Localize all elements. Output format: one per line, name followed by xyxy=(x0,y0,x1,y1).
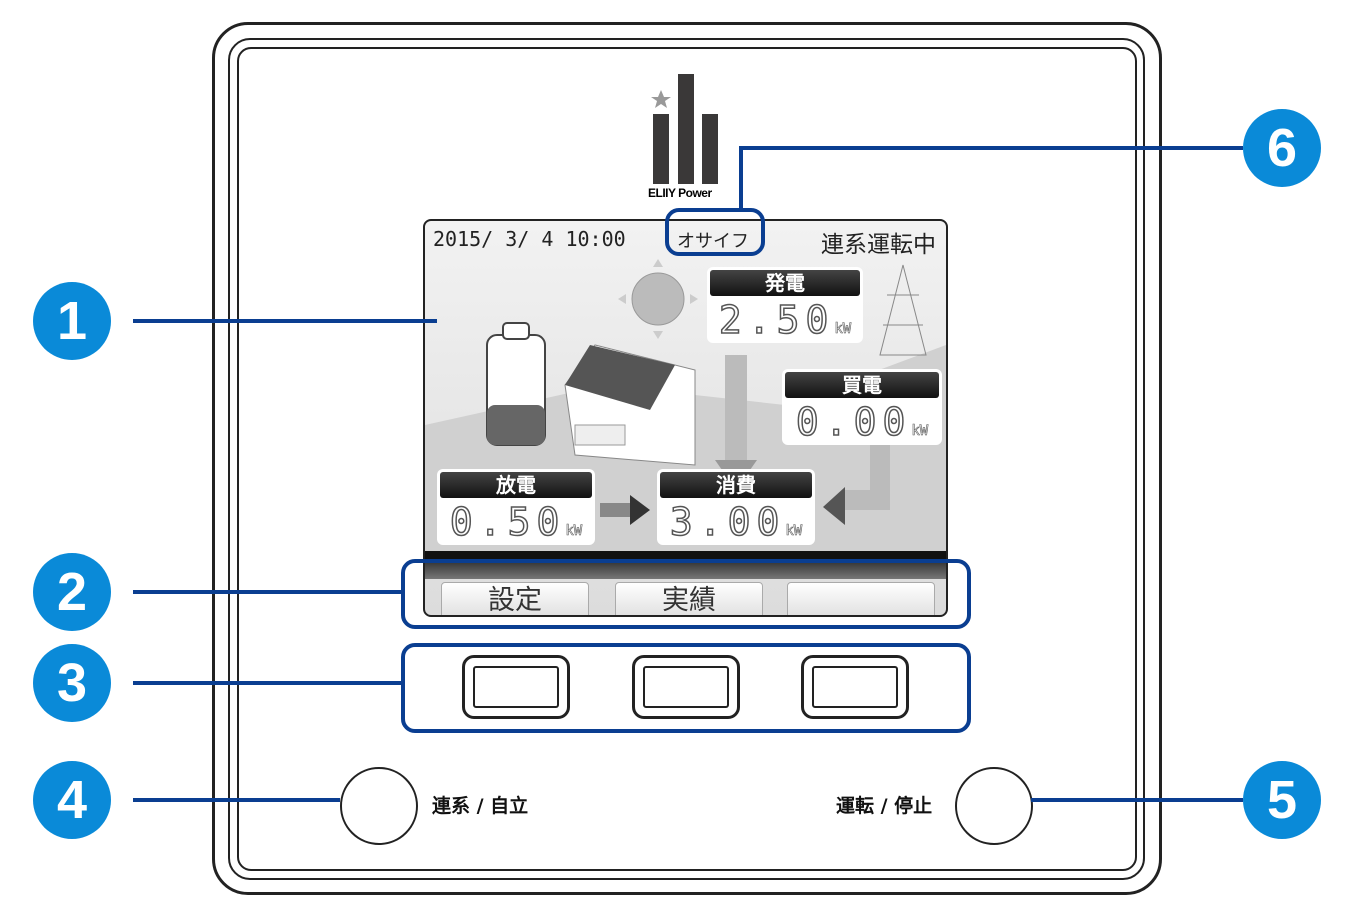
grid-independent-label: 連系 / 自立 xyxy=(432,795,529,817)
tab-results[interactable]: 実績 xyxy=(615,582,763,615)
callout-6-frame xyxy=(665,208,765,256)
callout-6: 6 xyxy=(1243,109,1321,187)
leader-line-4 xyxy=(133,798,340,802)
mode-indicator: オサイフ xyxy=(677,231,749,252)
tab-blank[interactable] xyxy=(787,582,935,615)
flow-arrow-left xyxy=(823,445,890,525)
purchase-label: 買電 xyxy=(785,372,939,398)
discharge-value: 0.50 xyxy=(449,500,566,544)
callout-3-frame xyxy=(401,643,971,733)
leader-line-6-vertical xyxy=(739,146,743,210)
run-stop-button[interactable] xyxy=(955,767,1033,845)
flow-arrow-right xyxy=(600,495,650,525)
soft-key-right[interactable] xyxy=(801,655,909,719)
leader-line-5 xyxy=(1031,798,1243,802)
generation-value: 2.50 xyxy=(718,298,835,342)
tab-settings[interactable]: 設定 xyxy=(441,582,589,615)
consumption-panel: 消費 3.00kW xyxy=(657,469,815,545)
callout-5: 5 xyxy=(1243,761,1321,839)
leader-line-1 xyxy=(133,319,437,323)
house-icon xyxy=(564,344,696,466)
battery-icon xyxy=(486,322,546,446)
purchase-panel: 買電 0.00kW xyxy=(782,369,942,445)
consumption-label: 消費 xyxy=(660,472,812,498)
soft-key-center[interactable] xyxy=(632,655,740,719)
operation-status: 連系運転中 xyxy=(821,232,936,258)
generation-label: 発電 xyxy=(710,270,860,296)
display-screen: 2015/ 3/ 4 10:00 オサイフ 連系運転中 発電 2.50kW 買電… xyxy=(423,219,948,617)
status-header: 2015/ 3/ 4 10:00 オサイフ 連系運転中 xyxy=(425,221,946,258)
tab-bar xyxy=(425,561,946,579)
discharge-panel: 放電 0.50kW xyxy=(437,469,595,545)
callout-1: 1 xyxy=(33,282,111,360)
callout-2: 2 xyxy=(33,553,111,631)
device-outer-frame xyxy=(212,22,1162,895)
unit: kW xyxy=(565,523,583,540)
unit: kW xyxy=(834,321,852,338)
divider-bar xyxy=(425,551,946,561)
logo-text: ELIIY Power xyxy=(648,186,712,200)
callout-4: 4 xyxy=(33,761,111,839)
callout-2-frame xyxy=(401,559,971,629)
eliiy-power-logo xyxy=(651,74,718,184)
tower-icon xyxy=(879,264,927,356)
unit: kW xyxy=(785,523,803,540)
soft-key-left[interactable] xyxy=(462,655,570,719)
leader-line-2 xyxy=(133,590,401,594)
device-frame xyxy=(228,38,1145,880)
datetime: 2015/ 3/ 4 10:00 xyxy=(433,227,626,251)
unit: kW xyxy=(911,423,929,440)
discharge-label: 放電 xyxy=(440,472,592,498)
grid-independent-button[interactable] xyxy=(340,767,418,845)
device-inner-frame xyxy=(237,47,1137,871)
leader-line-6 xyxy=(739,146,1243,150)
consumption-value: 3.00 xyxy=(669,500,786,544)
callout-3: 3 xyxy=(33,644,111,722)
generation-panel: 発電 2.50kW xyxy=(707,267,863,343)
leader-line-3 xyxy=(133,681,401,685)
run-stop-label: 運転 / 停止 xyxy=(836,795,933,817)
purchase-value: 0.00 xyxy=(795,400,912,444)
